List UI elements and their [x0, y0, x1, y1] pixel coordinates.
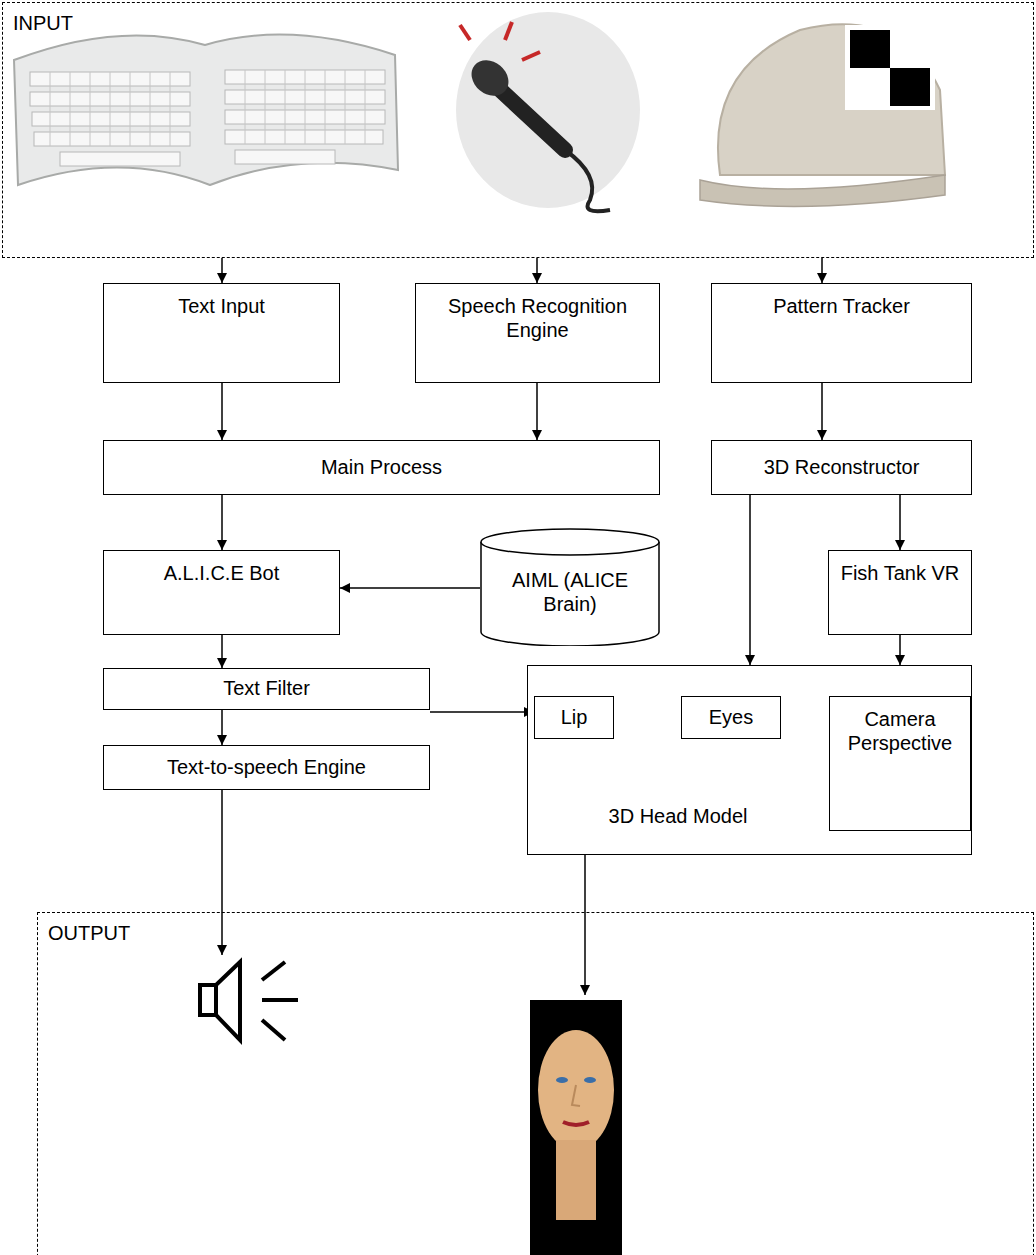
- region-label: INPUT: [13, 11, 73, 35]
- process-box: Text Filter: [103, 668, 430, 710]
- flow-arrow: [221, 635, 223, 668]
- box-label: A.L.I.C.E Bot: [104, 561, 339, 585]
- region-label: OUTPUT: [48, 921, 130, 945]
- output-region: OUTPUT: [37, 912, 1034, 1255]
- process-box: Main Process: [103, 440, 660, 495]
- box-label: Pattern Tracker: [712, 294, 971, 318]
- flow-arrow: [899, 495, 901, 550]
- box-label: 3D Head Model: [528, 804, 828, 828]
- flow-arrow: [430, 711, 534, 713]
- flow-arrow: [749, 495, 751, 665]
- component-box: Lip: [534, 696, 614, 739]
- box-label: Main Process: [104, 455, 659, 479]
- flow-arrow: [821, 258, 823, 283]
- head-render-icon: [530, 1000, 622, 1255]
- box-label: AIML (ALICE Brain): [488, 568, 652, 616]
- microphone-icon: [456, 12, 640, 211]
- input-region: INPUT: [2, 2, 1034, 258]
- flow-arrow: [221, 710, 223, 745]
- flow-arrow: [584, 855, 586, 995]
- box-label: Text Input: [104, 294, 339, 318]
- box-label: Eyes: [682, 705, 780, 729]
- speaker-icon: [200, 962, 298, 1040]
- box-label: Text-to-speech Engine: [104, 755, 429, 779]
- process-box: A.L.I.C.E Bot: [103, 550, 340, 635]
- flow-arrow: [536, 383, 538, 440]
- process-box: Pattern Tracker: [711, 283, 972, 383]
- flow-arrow: [340, 587, 480, 589]
- box-label: Lip: [535, 705, 613, 729]
- flow-arrow: [821, 383, 823, 440]
- component-box: Eyes: [681, 696, 781, 739]
- database-cylinder: AIML (ALICE Brain): [480, 528, 660, 646]
- process-box: Text-to-speech Engine: [103, 745, 430, 790]
- flow-arrow: [221, 383, 223, 440]
- process-box: 3D Reconstructor: [711, 440, 972, 495]
- process-box: Text Input: [103, 283, 340, 383]
- marker-cap-icon: [700, 24, 945, 206]
- flow-arrow: [221, 790, 223, 955]
- box-label: Fish Tank VR: [829, 561, 971, 585]
- flow-arrow: [899, 635, 901, 665]
- process-box: Fish Tank VR: [828, 550, 972, 635]
- flow-arrow: [536, 258, 538, 283]
- flow-arrow: [221, 495, 223, 550]
- box-label: 3D Reconstructor: [712, 455, 971, 479]
- flow-arrow: [221, 258, 223, 283]
- keyboard-icon: [14, 35, 398, 185]
- model-box: 3D Head Model Lip Eyes Camera Perspective: [527, 665, 972, 855]
- box-label: Text Filter: [104, 676, 429, 700]
- box-label: Speech Recognition Engine: [416, 294, 659, 342]
- box-label: Camera Perspective: [830, 707, 970, 755]
- process-box: Speech Recognition Engine: [415, 283, 660, 383]
- component-box: Camera Perspective: [829, 696, 971, 831]
